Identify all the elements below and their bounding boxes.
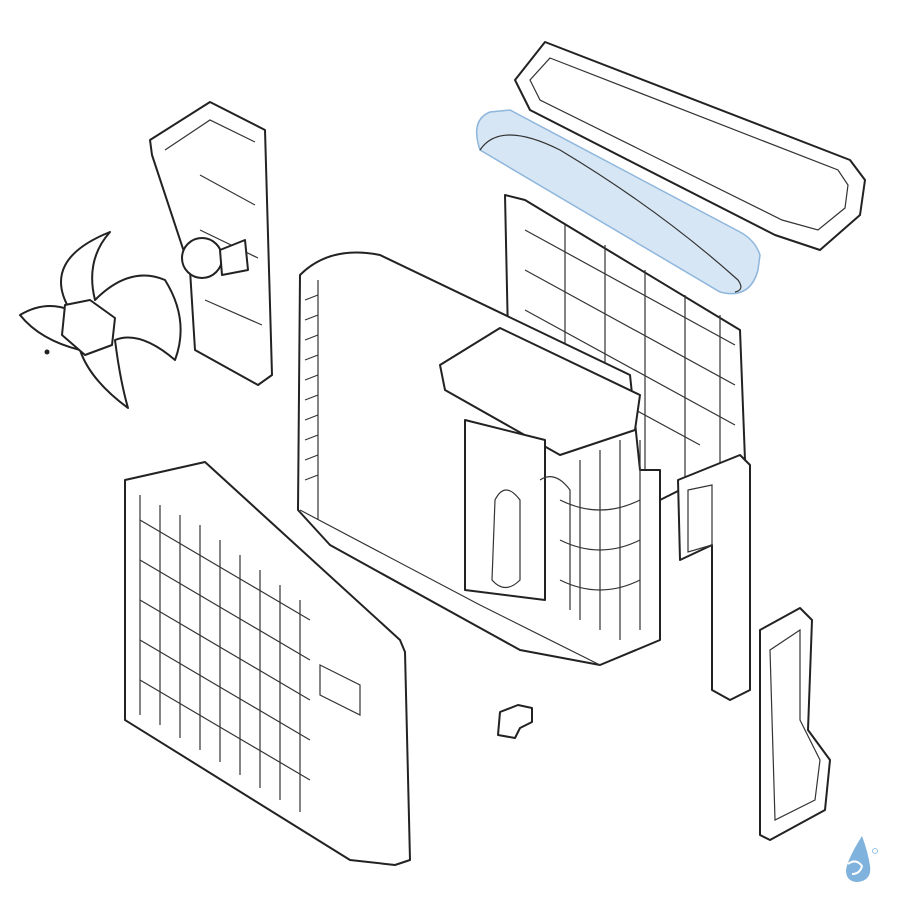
highlighted-cable-part[interactable]: [475, 109, 761, 295]
brand-logo-drop-icon: [846, 836, 878, 882]
main-chassis[interactable]: [297, 251, 661, 666]
side-panel[interactable]: [677, 454, 751, 701]
fan-blade[interactable]: [19, 231, 182, 409]
fan-motor-bracket[interactable]: [149, 101, 273, 386]
front-grille-panel[interactable]: [124, 461, 411, 866]
top-panel[interactable]: [514, 41, 866, 251]
valve-cover[interactable]: [759, 607, 831, 841]
drain-elbow[interactable]: [497, 704, 533, 739]
